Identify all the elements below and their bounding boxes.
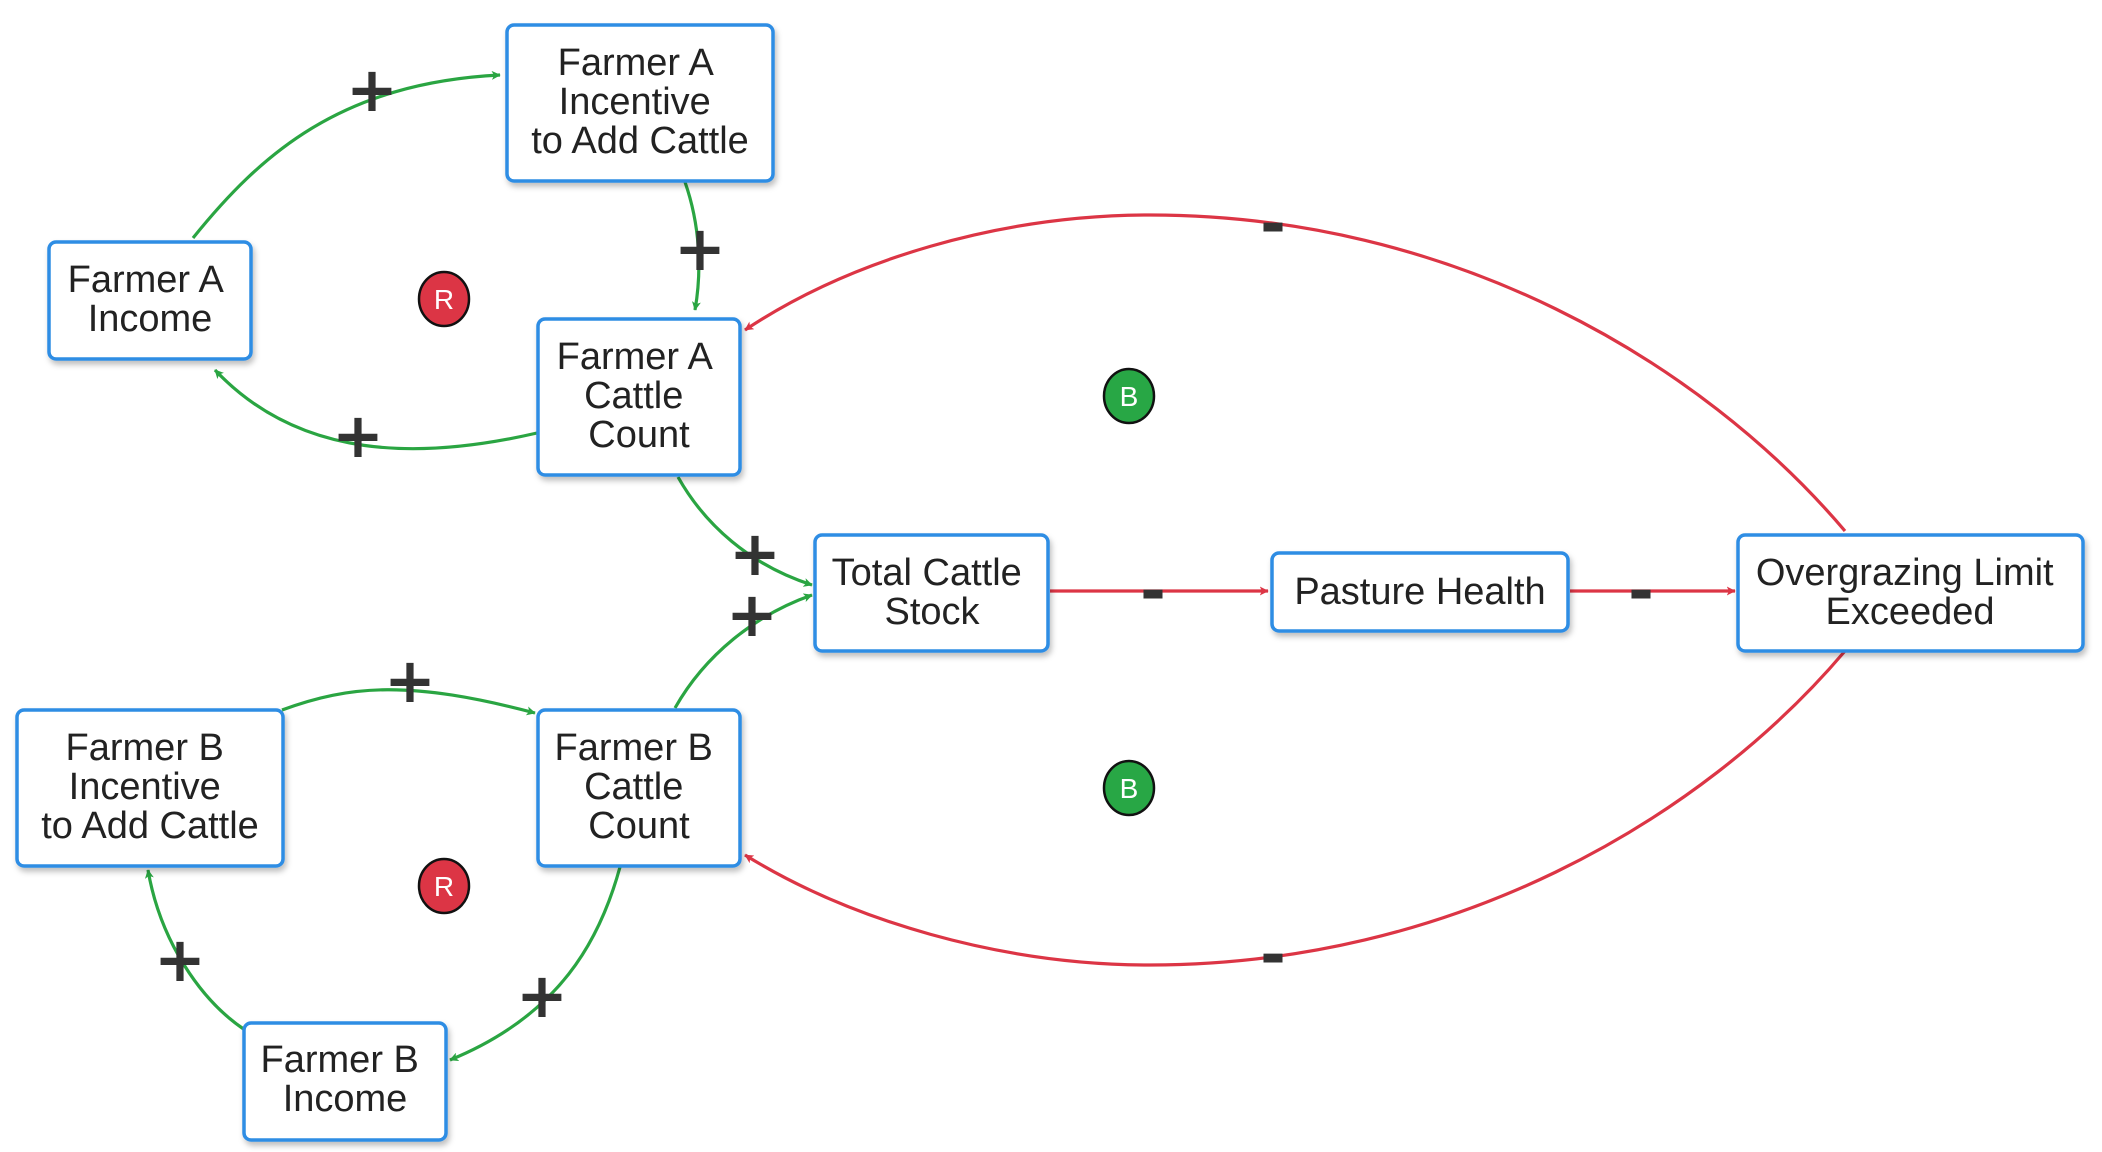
svg-text:Overgrazing Limit Exceed: Overgrazing Limit Exceeded [1756,552,2064,633]
node-label-line: Income [88,298,213,340]
links [144,70,1847,1062]
svg-text:Farmer A Incentive: Farmer A Incentive to Add Cattle [531,42,749,162]
polarity-sign: + [346,53,398,126]
link-b-cattle-to-b-income [449,866,622,1062]
svg-text:Farmer A Cattle Co: Farmer A Cattle Count [557,336,722,456]
svg-text:Total Cattle Stock: Total Cattle Stock [832,552,1033,633]
node-total-cattle-stock[interactable]: Total Cattle Stock [813,533,1050,653]
polarity-sign: + [674,212,726,285]
node-label-line: Count [588,414,690,456]
polarity-sign: + [154,923,206,996]
svg-text:Farmer B Income: Farmer B Income [261,1039,430,1120]
node-overgrazing-limit-exceeded[interactable]: Overgrazing Limit Exceeded [1736,533,2085,653]
node-label-line: Count [588,805,690,847]
node-farmer-b-incentive[interactable]: Farmer B Incentive to Add Cattle [15,708,285,868]
node-label-line: Farmer B [261,1039,419,1081]
link-b-incentive-to-b-cattle [281,688,536,716]
svg-text:Farmer B Cattle Co: Farmer B Cattle Count [555,727,724,847]
svg-text:Farmer A Income: Farmer A Income [68,259,233,340]
loop-marker-b-balancing: B [1102,759,1156,817]
link-b-income-to-b-incentive [144,869,246,1032]
polarity-sign: + [384,644,436,717]
node-label-line: Cattle [584,766,683,808]
node-label-line: Farmer B [555,727,713,769]
polarity-sign: + [516,959,568,1032]
node-farmer-a-cattle-count[interactable]: Farmer A Cattle Count [536,317,742,477]
node-label-line: to Add Cattle [41,805,259,847]
node-label-line: Income [283,1078,408,1120]
node-label-line: Incentive [559,81,711,123]
link-a-cattle-to-a-income [213,368,538,451]
node-label-line: Farmer B [66,727,224,769]
loop-marker-b-reinforcing: R [417,857,471,915]
link-a-income-to-a-incentive [191,70,501,240]
node-label-line: Incentive [69,766,221,808]
svg-text:Farmer B Incentive: Farmer B Incentive to Add Cattle [41,727,259,847]
polarity-sign: - [1260,187,1286,260]
node-pasture-health[interactable]: Pasture Health [1270,551,1570,633]
link-overgrazing-to-b-cattle [744,649,1847,967]
loop-label-b: B [1120,381,1139,412]
node-label-line: Total Cattle [832,552,1022,594]
link-overgrazing-to-a-cattle [744,213,1847,533]
node-farmer-a-incentive[interactable]: Farmer A Incentive to Add Cattle [505,23,775,183]
node-label-line: to Add Cattle [531,120,749,162]
loop-marker-a-balancing: B [1102,367,1156,425]
node-label-line: Stock [884,591,980,633]
loop-marker-a-reinforcing: R [417,270,471,328]
node-label-line: Overgrazing Limit [1756,552,2054,594]
node-label-line: Farmer A [557,336,714,378]
link-a-cattle-to-total [676,476,813,587]
polarity-sign: - [1260,918,1286,991]
link-b-cattle-to-total [673,593,813,709]
polarity-sign: + [729,517,781,590]
node-label-line: Farmer A [558,42,715,84]
node-farmer-b-income[interactable]: Farmer B Income [242,1021,448,1142]
node-label-line: Pasture Health [1294,571,1545,613]
node-farmer-a-income[interactable]: Farmer A Income [47,240,253,361]
polarity-sign: + [726,578,778,651]
loop-label-r: R [434,284,454,315]
link-a-incentive-to-a-cattle [683,181,701,311]
node-farmer-b-cattle-count[interactable]: Farmer B Cattle Count [536,708,742,868]
polarity-signs: + + + + + - - - - + + + [154,53,1654,1032]
loop-label-r: R [434,871,454,902]
polarity-sign: - [1628,554,1654,627]
polarity-sign: - [1140,554,1166,627]
node-label-line: Farmer A [68,259,225,301]
svg-text:Pasture Health: Pasture Health [1294,571,1545,613]
node-label-line: Cattle [584,375,683,417]
polarity-sign: + [332,399,384,472]
node-label-line: Exceeded [1825,591,1994,633]
loop-label-b: B [1120,773,1139,804]
